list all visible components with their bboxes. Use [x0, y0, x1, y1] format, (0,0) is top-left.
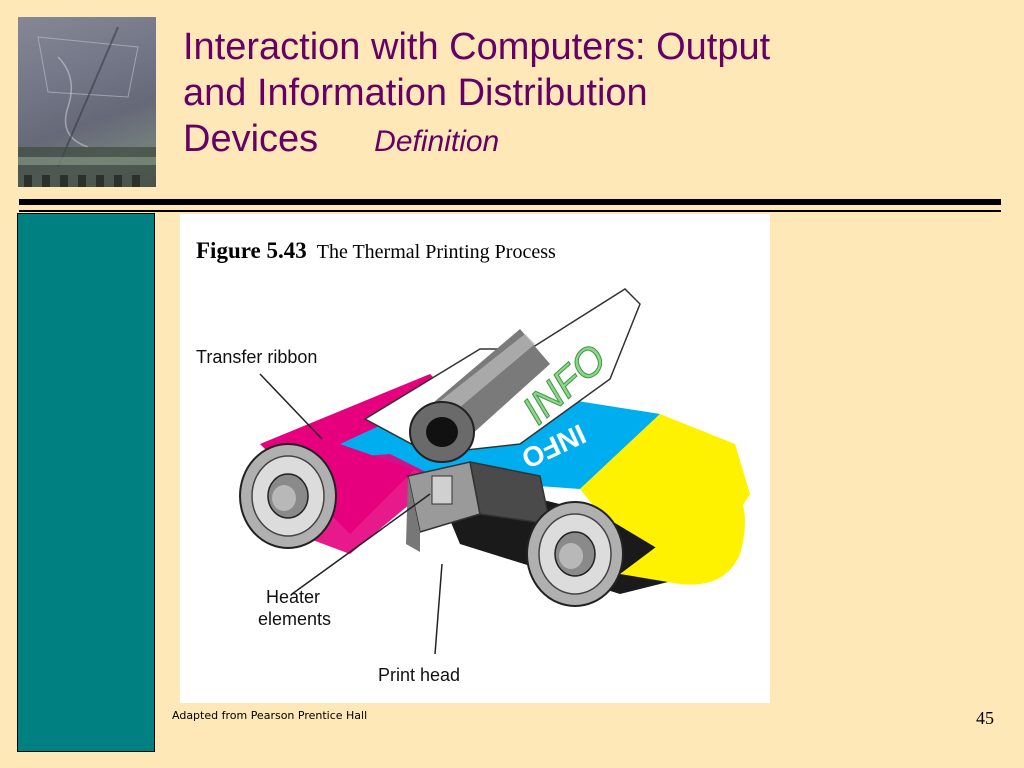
label-transfer-ribbon: Transfer ribbon — [196, 347, 318, 367]
sidebar-bar — [17, 213, 155, 752]
heater-element — [431, 475, 453, 505]
figure-caption: Figure 5.43 The Thermal Printing Process — [196, 238, 556, 264]
title-divider-thin — [19, 210, 1001, 212]
footer-source: Adapted from Pearson Prentice Hall — [172, 709, 368, 722]
slide-title: Interaction with Computers: Output and I… — [183, 24, 983, 165]
title-line-2: and Information Distribution — [183, 72, 648, 114]
figure-title: The Thermal Printing Process — [316, 241, 556, 263]
page-number: 45 — [976, 708, 994, 728]
print-head-leader — [434, 563, 443, 655]
label-heater-line-2: elements — [258, 609, 332, 629]
decorative-photo — [18, 17, 156, 187]
thermal-printer-illustration: INFO INFO — [239, 288, 750, 655]
heater-leader — [291, 493, 431, 595]
title-devices: Devices — [183, 118, 319, 160]
title-divider-thick — [19, 199, 1001, 205]
title-line-3: Devices Definition — [183, 116, 983, 165]
figure-number: Figure 5.43 — [196, 238, 307, 263]
title-line-1: Interaction with Computers: Output — [183, 26, 771, 68]
transfer-ribbon-leader — [259, 373, 323, 440]
title-definition: Definition — [374, 125, 500, 158]
label-print-head: Print head — [378, 665, 461, 685]
label-heater-line-1: Heater — [266, 587, 321, 607]
